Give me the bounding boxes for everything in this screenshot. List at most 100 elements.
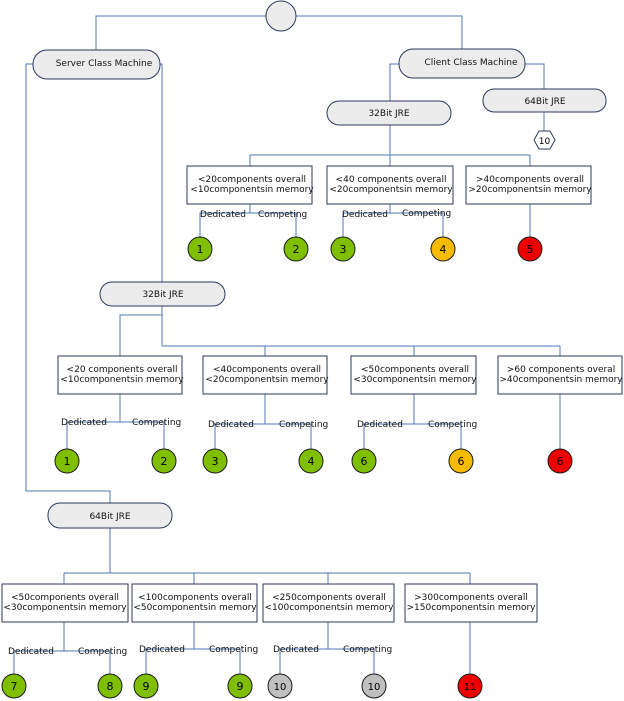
- client32-box-2-line1: <40 components overall: [336, 175, 447, 185]
- server32-box-4-line2: >40componentsin memory: [499, 375, 623, 385]
- client32-box-2-line2: <20componentsin memory: [329, 185, 453, 195]
- server64-box-1-line1: <50components overall: [11, 593, 119, 603]
- client-class-label: Client Class Machine: [424, 58, 518, 68]
- server64-box-3-competing-label: Competing: [343, 645, 392, 655]
- server32-box-2-line1: <40components overall: [213, 365, 321, 375]
- server32-result-6-label: 6: [458, 455, 465, 468]
- client-32bit-label: 32Bit JRE: [368, 109, 409, 119]
- server64-box-3-line2: <100componentsin memory: [265, 603, 395, 613]
- server32-result-4: 4: [298, 448, 324, 474]
- client-64bit-result: 10: [533, 130, 556, 150]
- server32-box-1-dedicated-label: Dedicated: [61, 418, 107, 428]
- client32-box-1-line1: <20components overall: [198, 175, 306, 185]
- server-32bit-label: 32Bit JRE: [142, 290, 183, 300]
- server64-box-4: >300components overall >150componentsin …: [404, 583, 538, 623]
- client32-box-3-line1: >40components overall: [476, 175, 584, 185]
- server64-result-5: 10: [267, 673, 293, 699]
- connectors: [13, 15, 561, 674]
- server64-box-2-line2: <50componentsin memory: [133, 603, 257, 613]
- server64-box-1-dedicated-label: Dedicated: [8, 647, 54, 657]
- client32-box-2: <40 components overall <20componentsin m…: [326, 165, 454, 205]
- server64-box-1-competing-label: Competing: [78, 647, 127, 657]
- server32-box-1-line1: <20 components overall: [67, 365, 178, 375]
- server64-box-3: <250components overall <100componentsin …: [262, 583, 395, 623]
- client32-result-1-label: 1: [197, 243, 204, 256]
- client32-box-1-line2: <10componentsin memory: [190, 185, 314, 195]
- server32-box-4-line1: >60 components overal: [507, 365, 615, 375]
- client32-result-3: 3: [330, 236, 356, 262]
- client32-box-1-competing-label: Competing: [258, 210, 307, 220]
- server32-box-4: >60 components overal >40componentsin me…: [497, 355, 623, 395]
- server32-box-1-line2: <10componentsin memory: [60, 375, 184, 385]
- server32-box-3-line2: <30componentsin memory: [353, 375, 477, 385]
- client32-result-5-label: 5: [527, 243, 534, 256]
- server64-box-2-competing-label: Competing: [209, 645, 258, 655]
- client-class-node: Client Class Machine: [398, 48, 526, 79]
- server32-result-5: 6: [351, 448, 377, 474]
- client-64bit-node: 64Bit JRE: [482, 88, 607, 113]
- server64-result-5-label: 10: [274, 682, 287, 693]
- client32-result-2-label: 2: [293, 243, 300, 256]
- server64-result-2-label: 8: [107, 680, 114, 693]
- client32-result-2: 2: [283, 236, 309, 262]
- server32-box-3-line1: <50components overall: [361, 365, 469, 375]
- server32-result-2: 2: [151, 448, 177, 474]
- server64-box-3-line1: <250components overall: [272, 593, 386, 603]
- client32-result-4-label: 4: [440, 243, 447, 256]
- server32-result-2-label: 2: [161, 455, 168, 468]
- server32-box-2-line2: <20componentsin memory: [205, 375, 329, 385]
- server32-result-7: 6: [547, 448, 573, 474]
- server32-box-3: <50components overall <30componentsin me…: [350, 355, 477, 395]
- server64-result-3: 9: [133, 673, 159, 699]
- server64-result-6: 10: [361, 673, 387, 699]
- server-32bit-node: 32Bit JRE: [99, 281, 226, 307]
- client32-box-3-line2: >20componentsin memory: [468, 185, 592, 195]
- server64-box-4-line1: >300components overall: [414, 593, 528, 603]
- server64-box-1: <50components overall <30componentsin me…: [1, 583, 129, 623]
- server64-box-2: <100components overall <50componentsin m…: [131, 583, 258, 623]
- client32-result-4: 4: [430, 236, 456, 262]
- server32-result-5-label: 6: [361, 455, 368, 468]
- server64-result-2: 8: [97, 673, 123, 699]
- root-node: [265, 0, 297, 32]
- client32-box-3: >40components overall >20componentsin me…: [465, 165, 592, 205]
- server64-box-3-dedicated-label: Dedicated: [273, 645, 319, 655]
- client-32bit-node: 32Bit JRE: [326, 100, 452, 126]
- server32-box-3-competing-label: Competing: [428, 420, 477, 430]
- server-class-node: Server Class Machine: [32, 49, 161, 80]
- server32-result-3-label: 3: [212, 455, 219, 468]
- server32-box-1-competing-label: Competing: [132, 418, 181, 428]
- server64-result-7-label: 11: [464, 682, 477, 693]
- client32-result-5: 5: [517, 236, 543, 262]
- server64-box-1-line2: <30componentsin memory: [3, 603, 127, 613]
- server32-box-2-dedicated-label: Dedicated: [208, 420, 254, 430]
- server32-result-7-label: 6: [557, 455, 564, 468]
- client32-result-3-label: 3: [340, 243, 347, 256]
- server32-result-1-label: 1: [64, 455, 71, 468]
- server32-box-2: <40components overall <20componentsin me…: [202, 355, 329, 395]
- server64-result-4-label: 9: [237, 680, 244, 693]
- server64-box-4-line2: >150componentsin memory: [407, 603, 537, 613]
- client32-box-2-competing-label: Competing: [402, 209, 451, 219]
- client32-box-2-dedicated-label: Dedicated: [342, 210, 388, 220]
- server32-box-2-competing-label: Competing: [279, 420, 328, 430]
- client32-box-1: <20components overall <10componentsin me…: [186, 165, 314, 205]
- server32-result-6: 6: [448, 448, 474, 474]
- client-64bit-result-label: 10: [539, 137, 551, 147]
- server32-result-3: 3: [202, 448, 228, 474]
- client-64bit-label: 64Bit JRE: [524, 97, 565, 107]
- server64-result-1-label: 7: [11, 680, 18, 693]
- client32-result-1: 1: [187, 236, 213, 262]
- server-64bit-label: 64Bit JRE: [89, 512, 130, 522]
- server64-result-3-label: 9: [143, 680, 150, 693]
- server64-box-2-line1: <100components overall: [138, 593, 252, 603]
- server-class-label: Server Class Machine: [56, 59, 153, 69]
- server32-result-1: 1: [54, 448, 80, 474]
- server64-result-6-label: 10: [368, 682, 381, 693]
- server64-result-7: 11: [457, 673, 483, 699]
- server-64bit-node: 64Bit JRE: [47, 502, 173, 529]
- server64-result-4: 9: [227, 673, 253, 699]
- server32-result-4-label: 4: [308, 455, 315, 468]
- server64-result-1: 7: [1, 673, 27, 699]
